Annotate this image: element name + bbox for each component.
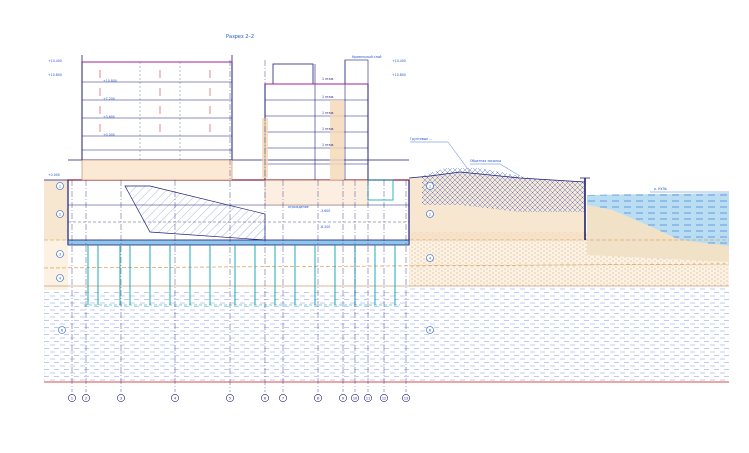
svg-text:+10.800: +10.800 bbox=[392, 73, 406, 77]
svg-text:+7.200: +7.200 bbox=[103, 97, 115, 101]
svg-text:+10.800: +10.800 bbox=[103, 79, 117, 83]
deep-soil-layer-right bbox=[409, 286, 729, 382]
svg-text:2: 2 bbox=[59, 212, 61, 216]
svg-text:1 этаж: 1 этаж bbox=[322, 111, 334, 115]
axis-bubble bbox=[261, 394, 269, 402]
axis-bubble-label: 12 bbox=[382, 396, 386, 400]
axis-bubble bbox=[351, 394, 359, 402]
left-soil-upper bbox=[44, 180, 68, 240]
axis-bubble bbox=[339, 394, 347, 402]
axis-bubble-label: 4 bbox=[174, 396, 176, 400]
axis-bubble bbox=[380, 394, 388, 402]
water-lines bbox=[587, 193, 729, 246]
embankment-hatch bbox=[422, 168, 585, 212]
svg-text:6: 6 bbox=[429, 328, 431, 332]
building-section bbox=[67, 55, 410, 246]
annotations: Кровельный слой Грунтовые ... Обратная з… bbox=[288, 55, 667, 209]
axis-bubble-label: 1 bbox=[71, 396, 73, 400]
axis-bubble-label: 7 bbox=[282, 396, 284, 400]
svg-text:+14.400: +14.400 bbox=[392, 59, 406, 63]
building-accents bbox=[68, 61, 409, 206]
axis-bubble-label: 10 bbox=[353, 396, 357, 400]
svg-text:1: 1 bbox=[429, 184, 431, 188]
svg-text:+0.000: +0.000 bbox=[103, 133, 115, 137]
svg-text:-6.200: -6.200 bbox=[320, 225, 330, 229]
axis-bubble-label: 2 bbox=[85, 396, 87, 400]
layer-boundary-2 bbox=[43, 263, 730, 269]
axis-bubble bbox=[279, 394, 287, 402]
axis-bubble bbox=[364, 394, 372, 402]
svg-text:р. НУЛЬ: р. НУЛЬ bbox=[654, 187, 667, 191]
axis-bubble-label: 8 bbox=[317, 396, 319, 400]
axis-bubble-label: 6 bbox=[264, 396, 266, 400]
axis-bubble-label: 5 bbox=[229, 396, 231, 400]
axis-bubble-label: 13 bbox=[404, 396, 408, 400]
axis-bubble bbox=[171, 394, 179, 402]
layer-markers bbox=[56, 182, 434, 334]
elevation-marks: +14.400 +10.800 +14.400 +10.800 +10.800 … bbox=[48, 59, 406, 229]
axis-grid bbox=[71, 60, 407, 392]
svg-text:ограждение: ограждение bbox=[288, 205, 309, 209]
ground-line-right bbox=[408, 171, 586, 183]
axis-bubble bbox=[82, 394, 90, 402]
axis-bubble bbox=[402, 394, 410, 402]
svg-text:Обратная засыпка: Обратная засыпка bbox=[470, 159, 501, 163]
piles bbox=[87, 245, 396, 305]
axis-bubble bbox=[314, 394, 322, 402]
axis-bubble bbox=[117, 394, 125, 402]
river-sediment bbox=[587, 205, 729, 262]
axis-bubble-label: 3 bbox=[120, 396, 122, 400]
svg-text:3: 3 bbox=[59, 252, 61, 256]
svg-text:1 этаж: 1 этаж bbox=[322, 95, 334, 99]
svg-text:4: 4 bbox=[429, 256, 432, 260]
axis-bubble bbox=[68, 394, 76, 402]
svg-text:1 этаж: 1 этаж bbox=[322, 143, 334, 147]
svg-text:4: 4 bbox=[59, 276, 62, 280]
svg-text:1 этаж: 1 этаж bbox=[322, 77, 334, 81]
svg-text:+3.600: +3.600 bbox=[103, 115, 115, 119]
svg-text:2: 2 bbox=[429, 212, 431, 216]
floor-labels: 1 этаж 1 этаж 1 этаж 1 этаж 1 этаж bbox=[322, 77, 334, 147]
layer-marker-labels: 1 2 3 4 6 1 2 4 6 bbox=[59, 184, 432, 332]
deep-soil-layer bbox=[44, 290, 409, 382]
axis-bubble-label: 9 bbox=[342, 396, 344, 400]
svg-text:1: 1 bbox=[59, 184, 61, 188]
svg-text:Грунтовые ...: Грунтовые ... bbox=[410, 137, 432, 141]
svg-text:1 этаж: 1 этаж bbox=[322, 127, 334, 131]
leader-lines bbox=[410, 141, 729, 193]
svg-text:+14.400: +14.400 bbox=[48, 59, 62, 63]
drawing-title: Разрез 2–2 bbox=[226, 34, 254, 40]
svg-text:+10.800: +10.800 bbox=[48, 73, 62, 77]
axis-bubble bbox=[226, 394, 234, 402]
svg-text:-3.600: -3.600 bbox=[320, 209, 330, 213]
svg-text:Кровельный слой: Кровельный слой bbox=[352, 55, 382, 59]
svg-text:6: 6 bbox=[61, 328, 63, 332]
svg-text:+0.000: +0.000 bbox=[48, 173, 60, 177]
left-soil-mid bbox=[44, 240, 68, 290]
axis-bubble-label: 11 bbox=[366, 396, 370, 400]
